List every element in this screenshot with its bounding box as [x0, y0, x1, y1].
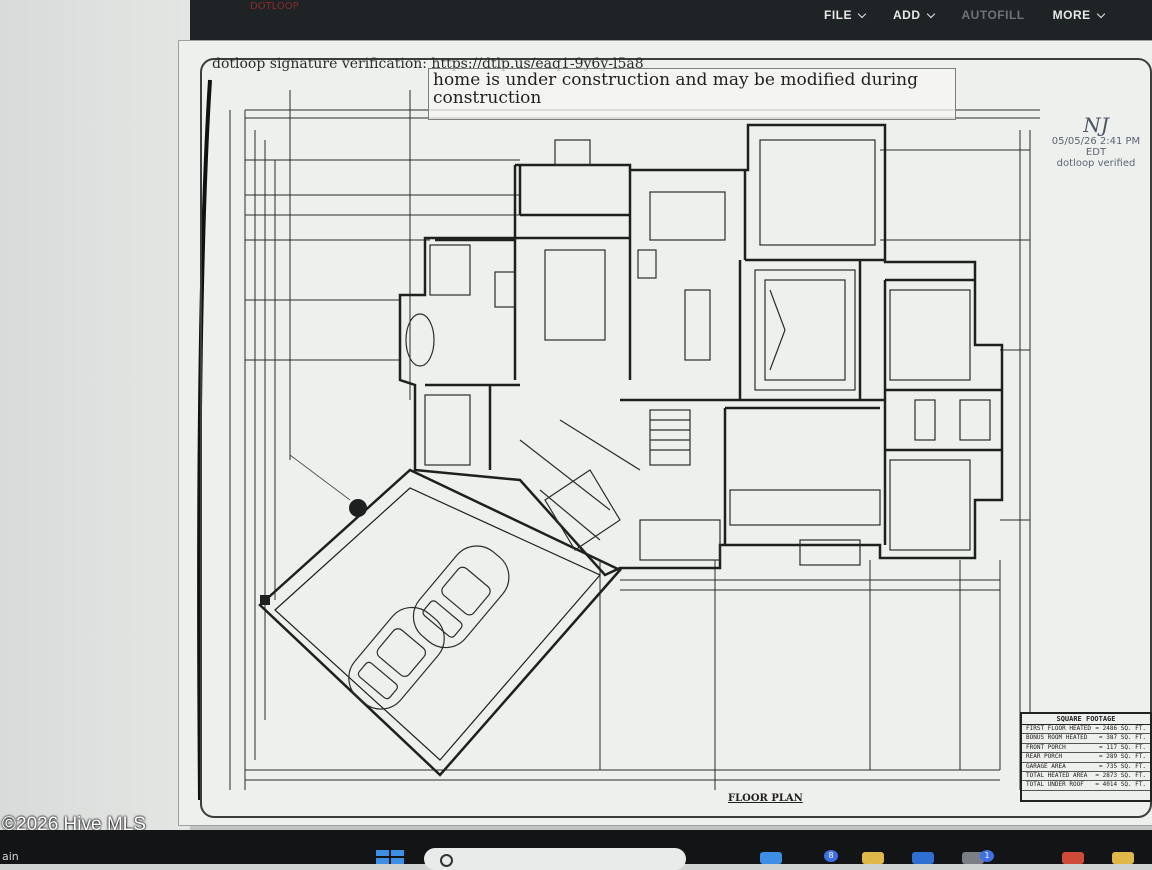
tray-badge: 1: [980, 850, 994, 862]
store-icon[interactable]: [1112, 852, 1134, 864]
initials-signature: NJ: [1083, 113, 1109, 137]
construction-note[interactable]: home is under construction and may be mo…: [428, 68, 956, 120]
stamp-datetime: 05/05/26 2:41 PM EDT: [1051, 136, 1141, 158]
sqft-value: = 735 SQ. FT.: [1099, 762, 1146, 770]
sqft-label: FIRST FLOOR HEATED: [1026, 725, 1092, 732]
sqft-label: BONUS ROOM HEATED: [1026, 734, 1088, 742]
sqft-row: FRONT PORCH = 117 SQ. FT.: [1022, 743, 1150, 754]
sqft-row: REAR PORCH = 289 SQ. FT.: [1022, 753, 1150, 763]
plan-caption: FLOOR PLAN: [728, 793, 803, 804]
top-toolbar: DOTLOOP FILE ADD AUTOFILL MORE: [190, 0, 1152, 42]
mail-icon[interactable]: [912, 852, 934, 864]
sqft-row: TOTAL HEATED AREA = 2873 SQ. FT.: [1022, 772, 1150, 782]
sqft-value: = 2873 SQ. FT.: [1095, 772, 1146, 780]
taskbar-search-input[interactable]: [424, 848, 686, 870]
dotloop-stamp: NJ 05/05/26 2:41 PM EDT dotloop verified: [1046, 114, 1146, 169]
sqft-value: = 387 SQ. FT.: [1099, 734, 1146, 742]
sqft-value: = 289 SQ. FT.: [1099, 753, 1146, 761]
sqft-row: TOTAL UNDER ROOF = 4014 SQ. FT.: [1022, 781, 1150, 791]
stamp-verified: dotloop verified: [1056, 158, 1136, 169]
square-footage-table: SQUARE FOOTAGE FIRST FLOOR HEATED= 2486 …: [1020, 712, 1152, 802]
menu-autofill-button[interactable]: AUTOFILL: [948, 6, 1039, 24]
toolbar-menu: FILE ADD AUTOFILL MORE: [810, 6, 1118, 24]
mls-watermark: ©2026 Hive MLS: [2, 814, 146, 835]
sqft-label: GARAGE AREA: [1026, 762, 1066, 770]
menu-label: FILE: [824, 8, 852, 22]
notification-badge: 8: [824, 850, 838, 862]
sqft-row: GARAGE AREA = 735 SQ. FT.: [1022, 762, 1150, 773]
sqft-value: = 4014 SQ. FT.: [1095, 781, 1146, 789]
menu-file-button[interactable]: FILE: [810, 6, 879, 24]
left-app-panel: [0, 0, 190, 830]
browser-icon[interactable]: [760, 852, 782, 864]
menu-add-button[interactable]: ADD: [879, 6, 948, 24]
taskbar-left-label: ain: [2, 850, 19, 863]
sqft-label: TOTAL UNDER ROOF: [1026, 781, 1084, 789]
sqft-row: BONUS ROOM HEATED = 387 SQ. FT.: [1022, 734, 1150, 744]
sqft-value: = 2486 SQ. FT.: [1095, 725, 1146, 732]
sqft-label: TOTAL HEATED AREA: [1026, 772, 1088, 780]
menu-label: AUTOFILL: [961, 8, 1025, 22]
sqft-row: FIRST FLOOR HEATED= 2486 SQ. FT.: [1022, 725, 1150, 735]
folder-icon[interactable]: [862, 852, 884, 864]
windows-start-icon[interactable]: [376, 850, 404, 864]
plan-border: [200, 58, 1152, 818]
chrome-icon[interactable]: [1062, 852, 1084, 864]
sqft-value: = 117 SQ. FT.: [1099, 743, 1146, 751]
menu-label: ADD: [893, 8, 921, 22]
sqft-label: REAR PORCH: [1026, 753, 1063, 761]
app-icon[interactable]: [962, 852, 984, 864]
search-icon: [440, 854, 453, 867]
menu-label: MORE: [1052, 8, 1091, 22]
brand-label: DOTLOOP: [250, 1, 299, 12]
menu-more-button[interactable]: MORE: [1039, 6, 1118, 24]
sqft-label: FRONT PORCH: [1026, 743, 1066, 751]
sqft-title: SQUARE FOOTAGE: [1022, 714, 1150, 725]
